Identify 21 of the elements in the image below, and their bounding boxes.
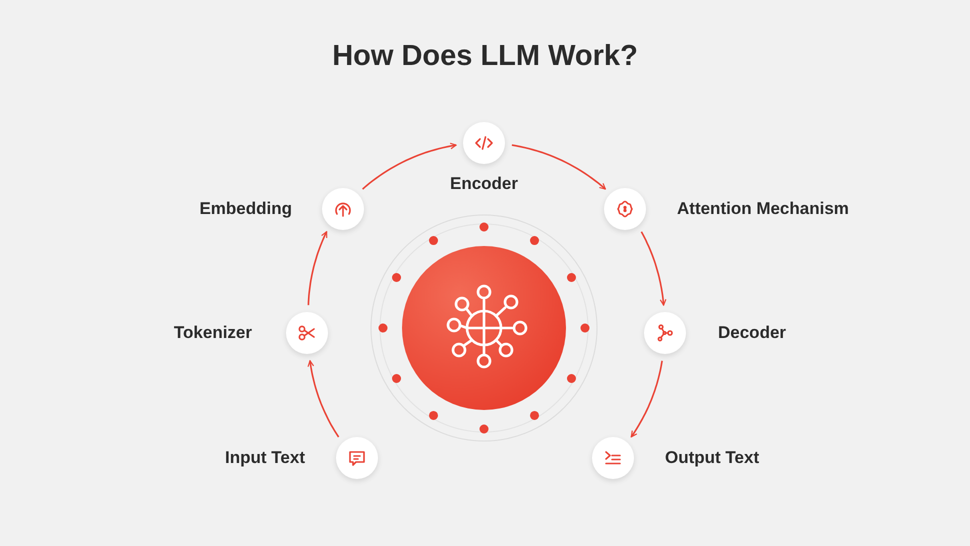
arrow xyxy=(640,231,666,306)
icon-circle xyxy=(322,188,364,230)
step-label: Tokenizer xyxy=(174,323,252,343)
title: How Does LLM Work? xyxy=(332,40,638,73)
arrow xyxy=(307,360,340,438)
arrow xyxy=(308,231,328,306)
icon-circle xyxy=(286,312,328,354)
icon-circle xyxy=(336,437,378,479)
step-label: Output Text xyxy=(665,448,760,468)
arrow xyxy=(362,142,457,190)
icon-circle xyxy=(644,312,686,354)
step-label: Encoder xyxy=(450,174,518,194)
arrow xyxy=(630,360,663,438)
icon-circle xyxy=(604,188,646,230)
arrow xyxy=(512,144,606,190)
step-label: Decoder xyxy=(718,323,786,343)
step-label: Input Text xyxy=(225,448,305,468)
icon-circle xyxy=(592,437,634,479)
step-label: Attention Mechanism xyxy=(677,199,849,219)
step-label: Embedding xyxy=(199,199,292,219)
icon-circle xyxy=(463,122,505,164)
